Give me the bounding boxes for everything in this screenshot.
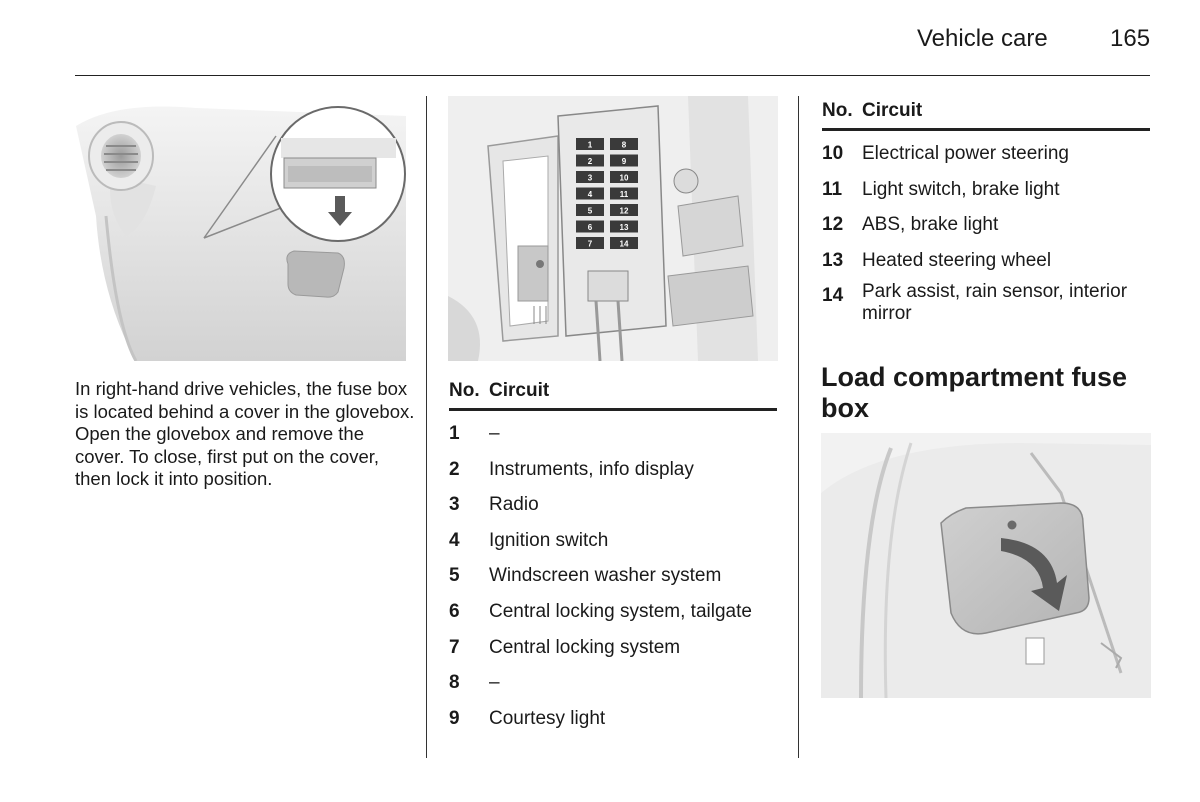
circuit-name: Windscreen washer system [489,565,722,587]
circuit-name: Heated steering wheel [862,249,1052,271]
table-row: 12 ABS, brake light [822,206,1150,242]
fuse-number: 1 [449,423,460,444]
section-heading: Load compartment fuse box [821,362,1128,423]
fuse-slot-label: 14 [620,240,629,249]
fuse-slot-label: 12 [620,207,629,216]
column-divider-right [798,96,799,758]
fuse-slot [576,220,604,233]
table-row: 6 Central locking system, tailgate [449,593,777,629]
header-rule [75,75,1150,76]
fuse-slot-label: 10 [620,174,629,183]
table-row: 5 Windscreen washer system [449,557,777,593]
glovebox-instructions: In right-hand drive vehicles, the fuse b… [75,378,415,489]
col-header-circuit: Circuit [862,100,923,121]
circuit-name: Radio [489,494,539,516]
circuit-name: – [489,423,500,444]
table-row: 8– [449,664,777,700]
fuse-number: 12 [822,214,844,236]
circuit-name: Central locking system, tailgate [489,600,752,622]
fuse-slot [610,237,638,249]
fuse-slot [576,237,604,249]
fuse-slot-label: 7 [588,240,593,249]
fuse-number: 13 [822,249,844,271]
fuse-number: 4 [449,529,460,551]
fuse-number: 9 [449,707,460,729]
fuse-slot-label: 2 [588,157,593,166]
circuit-name: Ignition switch [489,529,609,551]
page-number: 165 [1110,25,1151,52]
fuse-number: 5 [449,565,460,587]
fuse-number: 3 [449,494,460,516]
table-row: 9 Courtesy light [449,700,777,736]
column-divider-left [426,96,427,758]
table-row: 1– [449,415,777,451]
fuse-slot-label: 3 [588,174,593,183]
table-row: 2 Instruments, info display [449,451,777,487]
circuit-name: Electrical power steering [862,143,1069,164]
table-header: No. Circuit [449,380,777,411]
circuit-name: Instruments, info display [489,458,694,480]
fuse-slot [576,171,604,183]
fuse-number: 11 [822,178,843,200]
fuse-slot-label: 5 [588,207,593,216]
fuse-number: 6 [449,600,460,622]
fuse-panel-illustration: 1 8 2 9 3 10 4 11 5 12 6 13 7 14 [448,96,778,361]
fuse-slot [576,204,604,216]
fuse-slot [576,187,604,200]
fuse-slot [576,154,604,167]
table-header: No. Circuit [822,100,1150,131]
fuse-slot-label: 13 [620,223,629,232]
load-compartment-illustration [821,433,1151,698]
fuse-number: 7 [449,636,460,658]
fuse-slot [576,138,604,150]
table-row: 14 Park assist, rain sensor, interior mir… [822,277,1150,327]
fuse-number: 10 [822,143,844,164]
circuit-name: Central locking system [489,636,681,658]
fuse-number: 14 [822,285,844,307]
table-row: 13 Heated steering wheel [822,242,1150,278]
fuse-slot [610,187,638,200]
circuit-name: Park assist, rain sensor, interior mirro… [862,281,1128,325]
fuse-slot-label: 11 [620,190,629,199]
glovebox-illustration [76,96,406,361]
table-row: 10 Electrical power steering [822,135,1150,171]
fuse-number: 2 [449,458,460,480]
fuse-slot-label: 1 [588,141,593,150]
fuse-slot-label: 4 [588,190,593,199]
table-row: 3 Radio [449,486,777,522]
col-header-no: No. [822,100,853,121]
page-header-title: Vehicle care [917,25,1048,52]
fuse-slot [610,204,638,216]
fuse-slot [610,220,638,233]
fuse-slot-label: 9 [622,157,627,166]
table-row: 4 Ignition switch [449,522,777,558]
circuit-name: Courtesy light [489,707,606,729]
fuse-slot [610,138,638,150]
fuse-slot-label: 6 [588,223,593,232]
fuse-slot [610,154,638,167]
fuse-slot [610,171,638,183]
table-row: 7 Central locking system [449,629,777,665]
col-header-circuit: Circuit [489,380,550,401]
table-row: 11 Light switch, brake light [822,171,1150,207]
circuit-name: ABS, brake light [862,214,999,236]
fuse-slot-label: 8 [622,141,627,150]
circuit-name: – [489,672,500,694]
circuit-name: Light switch, brake light [862,178,1060,200]
fuse-number: 8 [449,672,460,694]
col-header-no: No. [449,380,480,401]
